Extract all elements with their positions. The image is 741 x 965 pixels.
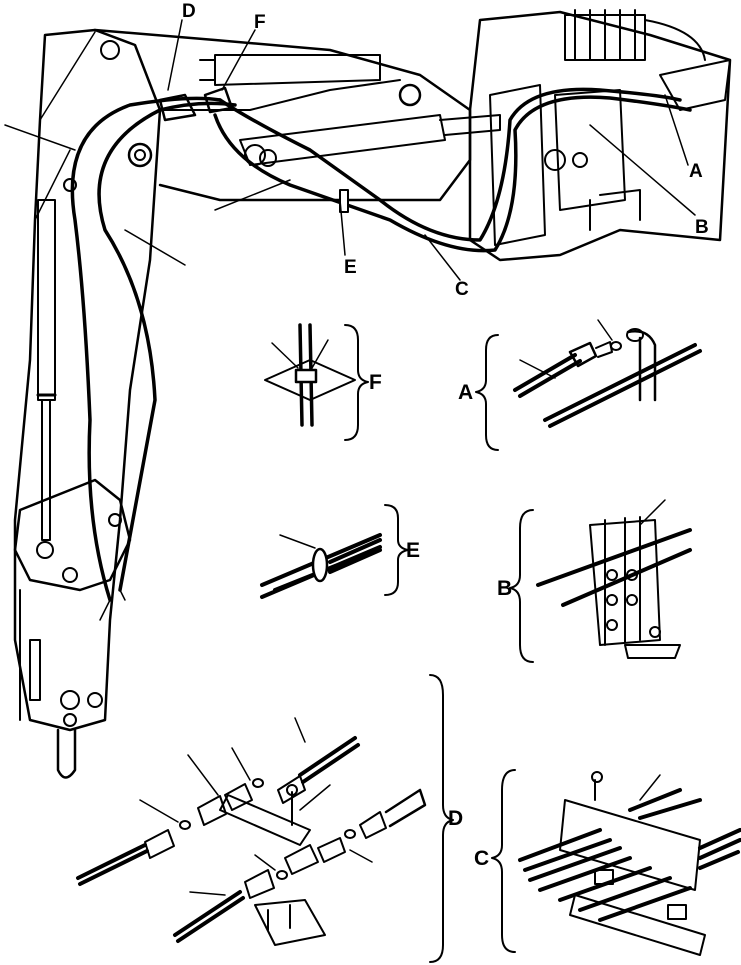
- callout-A: A: [689, 161, 703, 182]
- callout-C: C: [455, 279, 469, 300]
- detail-label-A: A: [458, 381, 474, 404]
- bucket-cylinder: [37, 199, 56, 541]
- brace-B: [509, 509, 534, 663]
- detail-label-C: C: [474, 847, 490, 870]
- detail-C: [491, 769, 741, 956]
- brace-D: [429, 674, 454, 963]
- callout-D: D: [182, 1, 196, 22]
- detail-label-B: B: [497, 577, 513, 600]
- breaker-chisel: [56, 728, 77, 779]
- arm-pin-top: [100, 40, 120, 60]
- brace-F: [344, 324, 369, 441]
- boom-cylinder: [239, 114, 501, 166]
- detail-B: [509, 499, 692, 663]
- detail-label-F: F: [369, 371, 382, 394]
- breaker-bracket: [13, 478, 132, 592]
- detail-F: [264, 323, 369, 441]
- hydraulic-hoses: [70, 87, 692, 621]
- detail-D: [76, 674, 454, 963]
- callout-F: F: [254, 12, 266, 33]
- detail-E: [260, 504, 409, 599]
- arm-cylinder: [199, 54, 381, 86]
- detail-label-D: D: [448, 807, 464, 830]
- boom-pin: [398, 83, 422, 107]
- control-valve: [564, 9, 646, 61]
- callout-E: E: [344, 257, 357, 278]
- callout-B: B: [695, 217, 709, 238]
- arm-outline: [13, 28, 162, 732]
- leader-lines: [4, 19, 696, 281]
- brace-E: [384, 504, 409, 596]
- detail-label-E: E: [406, 539, 421, 562]
- detail-A: [475, 319, 702, 451]
- brace-C: [491, 769, 516, 953]
- brace-A: [475, 334, 499, 451]
